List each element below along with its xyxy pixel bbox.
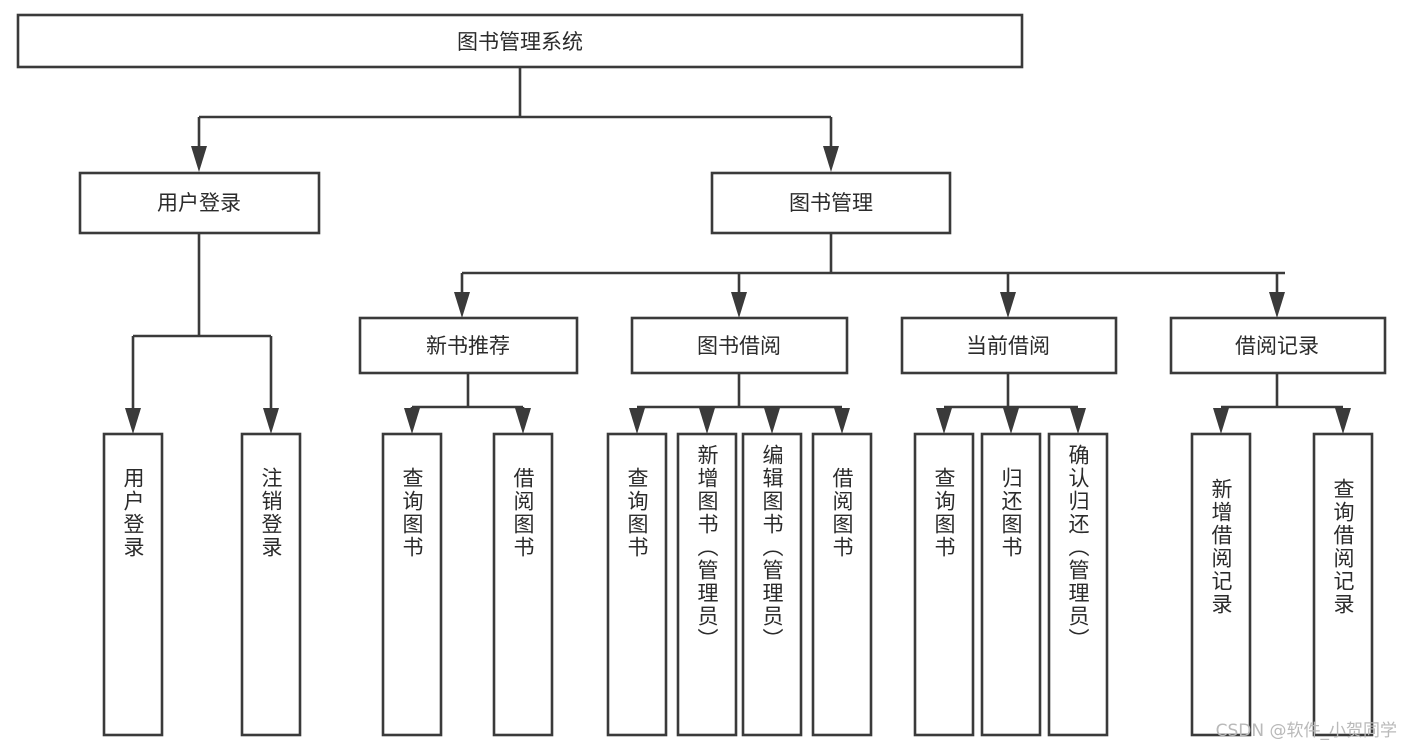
node-current-borrow[interactable]: 当前借阅 (900, 316, 1118, 375)
connector-group-book-manage (454, 233, 1285, 318)
node-leaf-query-book-1[interactable]: 查询图书 (381, 432, 443, 737)
arrow-head-leaf-query-book-1 (404, 408, 420, 434)
node-user-login[interactable]: 用户登录 (78, 171, 321, 235)
arrow-head-leaf-query-record (1335, 408, 1351, 434)
arrow-head-leaf-query-book-3 (936, 408, 952, 434)
node-user-login-label: 用户登录 (157, 191, 241, 215)
node-book-manage-label: 图书管理 (789, 191, 873, 215)
node-leaf-query-book-2-label: 查询图书 (625, 467, 649, 559)
node-leaf-add-book-label: 新增图书（管理员） (695, 444, 719, 651)
node-leaf-return-book-label: 归还图书 (999, 467, 1023, 559)
connector-group-root (191, 67, 839, 172)
node-leaf-return-book[interactable]: 归还图书 (980, 432, 1042, 737)
arrow-head-leaf-edit-book (764, 408, 780, 434)
node-root-label: 图书管理系统 (457, 30, 583, 54)
node-leaf-borrow-book-1[interactable]: 借阅图书 (492, 432, 554, 737)
arrow-head-leaf-borrow-book-2 (834, 408, 850, 434)
connector-group-new-book-recommend (404, 373, 531, 434)
connector-group-user-login (125, 233, 279, 434)
node-leaf-add-record-label: 新增借阅记录 (1209, 478, 1233, 616)
node-leaf-add-book[interactable]: 新增图书（管理员） (676, 432, 738, 737)
arrow-head-leaf-add-book (699, 408, 715, 434)
arrow-head-leaf-user-logout (263, 408, 279, 434)
arrow-head-borrow-record (1269, 292, 1285, 318)
node-book-borrow[interactable]: 图书借阅 (630, 316, 849, 375)
node-leaf-query-book-3-label: 查询图书 (932, 467, 956, 559)
node-new-book-recommend[interactable]: 新书推荐 (358, 316, 579, 375)
node-leaf-query-book-3[interactable]: 查询图书 (913, 432, 975, 737)
node-current-borrow-label: 当前借阅 (966, 334, 1050, 358)
connector-group-borrow-record (1213, 373, 1351, 434)
arrow-head-leaf-add-record (1213, 408, 1229, 434)
node-leaf-user-login-label: 用户登录 (121, 467, 145, 559)
node-leaf-confirm-return[interactable]: 确认归还（管理员） (1047, 432, 1109, 737)
node-leaf-borrow-book-1-label: 借阅图书 (511, 467, 535, 559)
node-book-borrow-label: 图书借阅 (697, 334, 781, 358)
connector-group-book-borrow (629, 373, 850, 434)
arrow-head-leaf-return-book (1003, 408, 1019, 434)
node-leaf-borrow-book-2-label: 借阅图书 (830, 467, 854, 559)
node-borrow-record-label: 借阅记录 (1235, 334, 1319, 358)
node-leaf-edit-book[interactable]: 编辑图书（管理员） (741, 432, 803, 737)
arrow-head-leaf-borrow-book-1 (515, 408, 531, 434)
node-leaf-query-book-1-label: 查询图书 (400, 467, 424, 559)
node-leaf-edit-book-label: 编辑图书（管理员） (760, 444, 784, 651)
arrow-head-leaf-query-book-2 (629, 408, 645, 434)
node-book-manage[interactable]: 图书管理 (710, 171, 952, 235)
node-root[interactable]: 图书管理系统 (16, 13, 1024, 69)
node-leaf-user-logout[interactable]: 注销登录 (240, 432, 302, 737)
node-leaf-query-book-2[interactable]: 查询图书 (606, 432, 668, 737)
node-new-book-recommend-label: 新书推荐 (426, 334, 510, 358)
node-leaf-add-record[interactable]: 新增借阅记录 (1190, 432, 1252, 737)
arrow-head-new-book-recommend (454, 292, 470, 318)
node-leaf-borrow-book-2[interactable]: 借阅图书 (811, 432, 873, 737)
node-leaf-user-logout-label: 注销登录 (259, 467, 283, 559)
node-leaf-confirm-return-label: 确认归还（管理员） (1066, 444, 1090, 651)
arrow-head-book-manage (823, 146, 839, 172)
node-borrow-record[interactable]: 借阅记录 (1169, 316, 1387, 375)
connector-group-current-borrow (936, 373, 1086, 434)
node-leaf-user-login[interactable]: 用户登录 (102, 432, 164, 737)
node-leaf-query-record-label: 查询借阅记录 (1331, 478, 1355, 616)
arrow-head-user-login (191, 146, 207, 172)
arrow-head-current-borrow (1000, 292, 1016, 318)
arrow-head-leaf-user-login (125, 408, 141, 434)
node-leaf-query-record[interactable]: 查询借阅记录 (1312, 432, 1374, 737)
arrow-head-leaf-confirm-return (1070, 408, 1086, 434)
arrow-head-book-borrow (731, 292, 747, 318)
